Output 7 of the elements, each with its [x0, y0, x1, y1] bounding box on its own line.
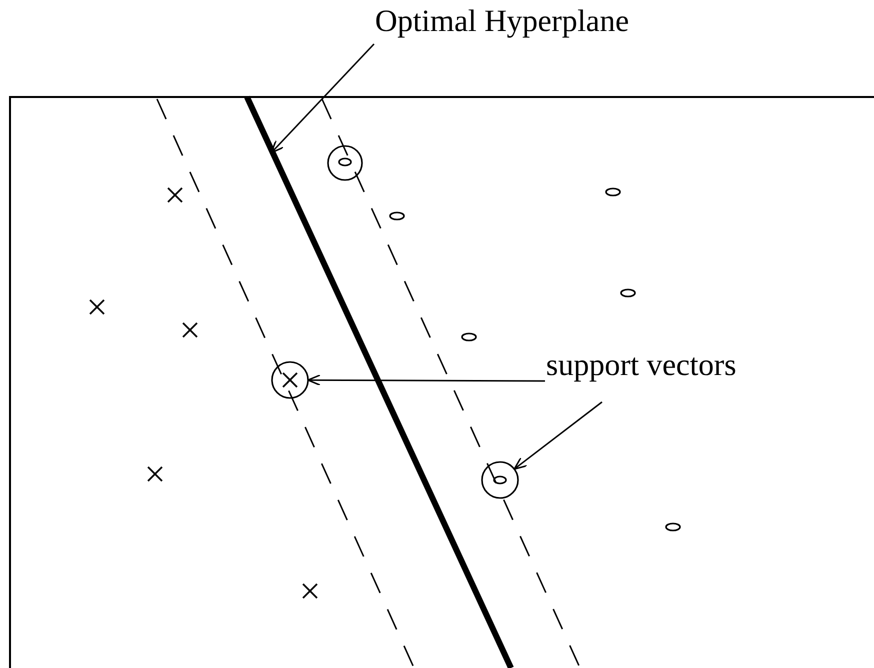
- callout-text: support vectors: [546, 348, 736, 382]
- leader-line: [270, 43, 375, 154]
- circled-oval-mark: [481, 461, 519, 499]
- leader-line: [307, 374, 545, 386]
- hyperplane-line: [244, 96, 514, 668]
- callout-text: Optimal Hyperplane: [375, 4, 629, 38]
- leader-line: [514, 401, 602, 470]
